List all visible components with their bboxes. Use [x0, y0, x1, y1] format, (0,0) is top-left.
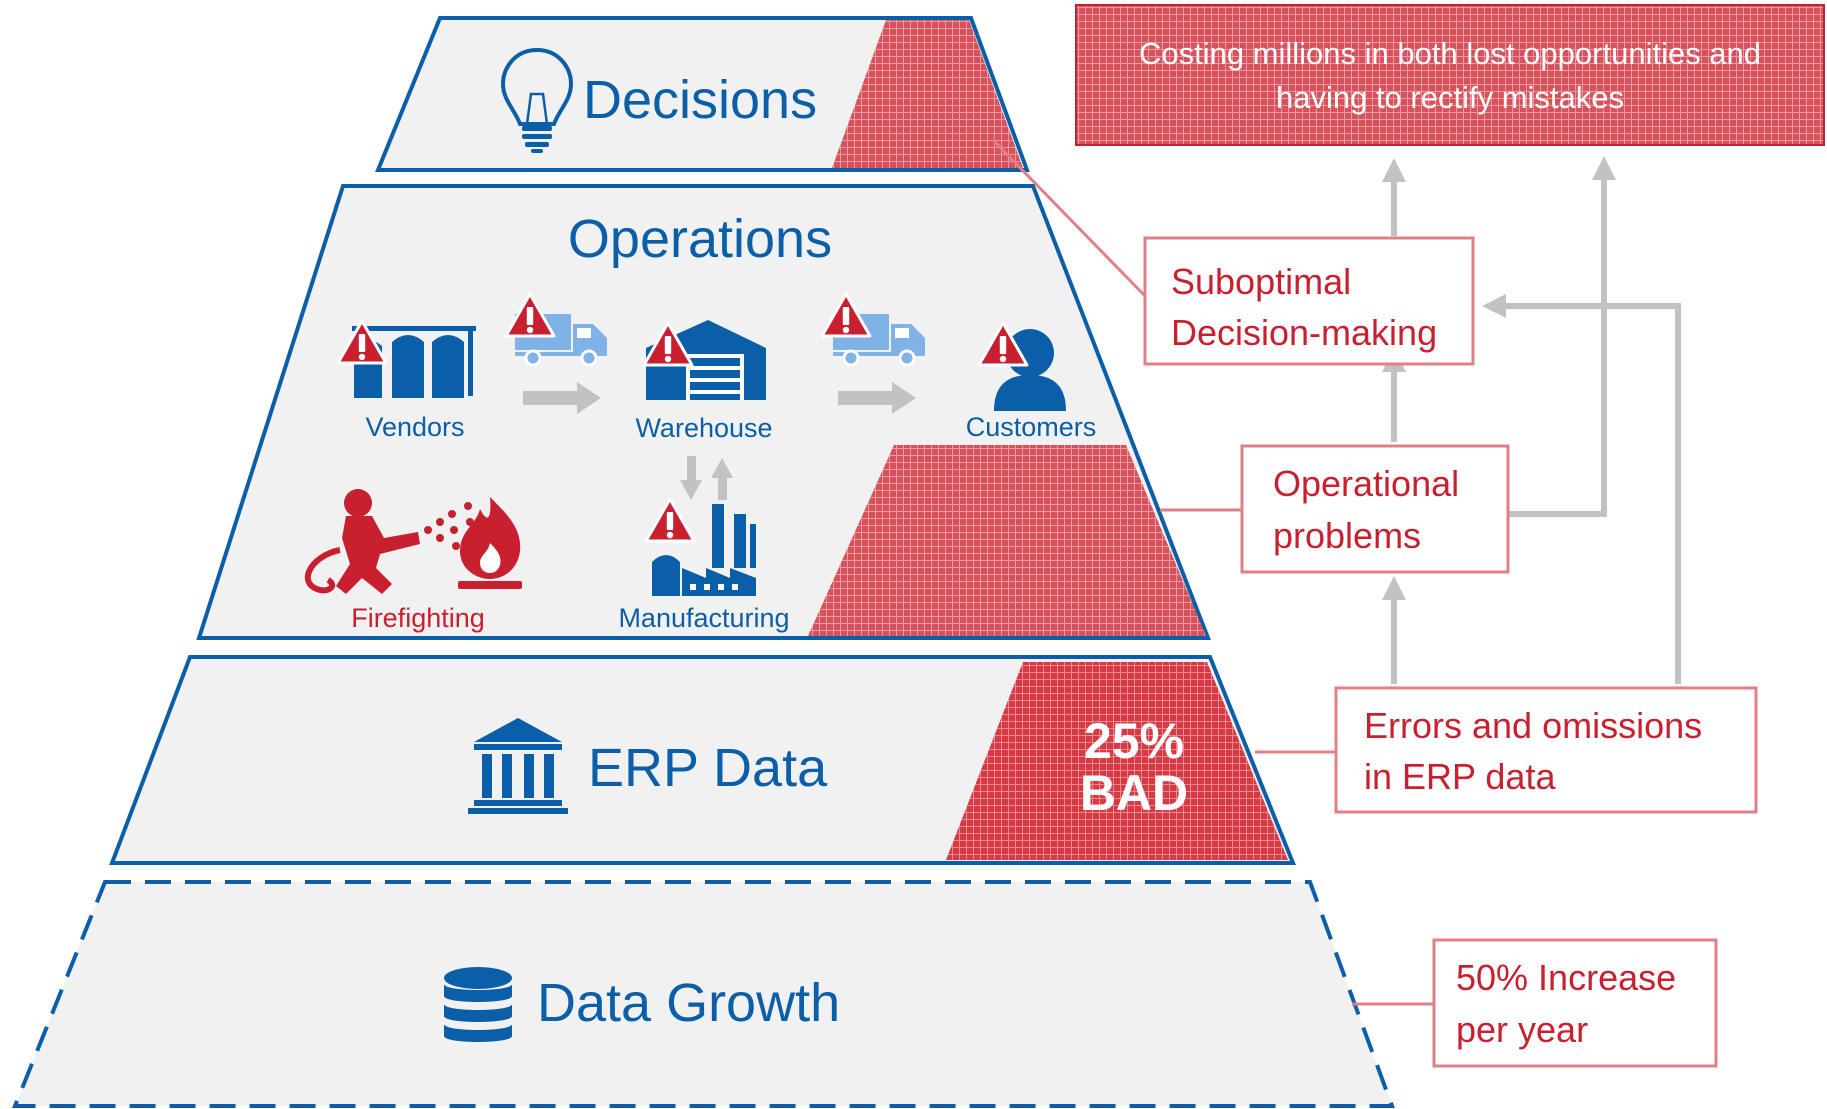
firefighter-icon	[305, 489, 476, 594]
operational-line2: problems	[1273, 515, 1421, 556]
operations-label: Operations	[568, 209, 832, 269]
flame-icon	[458, 497, 522, 589]
operations-tier: Operations Vendors Warehouse	[196, 184, 1211, 640]
bank-icon	[468, 718, 568, 814]
errors-line1: Errors and omissions	[1364, 705, 1702, 746]
data-growth-tier: Data Growth	[12, 880, 1395, 1108]
warehouse-label: Warehouse	[635, 413, 772, 443]
data-growth-callout: 50% Increase per year	[1432, 938, 1718, 1068]
firefighting-label: Firefighting	[351, 603, 485, 633]
suboptimal-line2: Decision-making	[1171, 312, 1437, 353]
decisions-label: Decisions	[583, 70, 817, 130]
decisions-problem-zone	[832, 20, 1023, 168]
operations-problem-zone	[808, 445, 1206, 636]
growth-line2: per year	[1456, 1009, 1588, 1050]
factory-icon	[652, 504, 756, 596]
suboptimal-decision-callout: Suboptimal Decision-making	[1143, 236, 1475, 366]
erp-bad-label: BAD	[1080, 765, 1188, 821]
erp-bad-percent: 25%	[1084, 713, 1184, 769]
operational-line1: Operational	[1273, 463, 1459, 504]
erp-bad-zone	[946, 662, 1288, 860]
suboptimal-line1: Suboptimal	[1171, 261, 1351, 302]
operational-problems-callout: Operational problems	[1240, 444, 1510, 574]
vendors-label: Vendors	[365, 412, 464, 442]
errors-line2: in ERP data	[1364, 756, 1556, 797]
erp-data-tier: ERP Data 25% BAD	[109, 655, 1296, 865]
arrow-updown-icon	[680, 456, 733, 500]
lightbulb-icon	[500, 47, 574, 153]
costing-text-line2: having to rectify mistakes	[1276, 80, 1624, 115]
manufacturing-label: Manufacturing	[618, 603, 789, 633]
customers-label: Customers	[966, 412, 1097, 442]
data-growth-label: Data Growth	[537, 973, 840, 1033]
costing-banner: Costing millions in both lost opportunit…	[1075, 4, 1825, 146]
growth-line1: 50% Increase	[1456, 957, 1676, 998]
costing-text-line1: Costing millions in both lost opportunit…	[1139, 36, 1761, 71]
erp-errors-callout: Errors and omissions in ERP data	[1334, 686, 1758, 814]
callout-connectors	[991, 138, 1434, 1006]
decisions-tier: Decisions	[375, 16, 1030, 172]
database-icon	[444, 967, 512, 1042]
erp-data-label: ERP Data	[588, 738, 828, 798]
flow-connectors	[1391, 176, 1681, 684]
